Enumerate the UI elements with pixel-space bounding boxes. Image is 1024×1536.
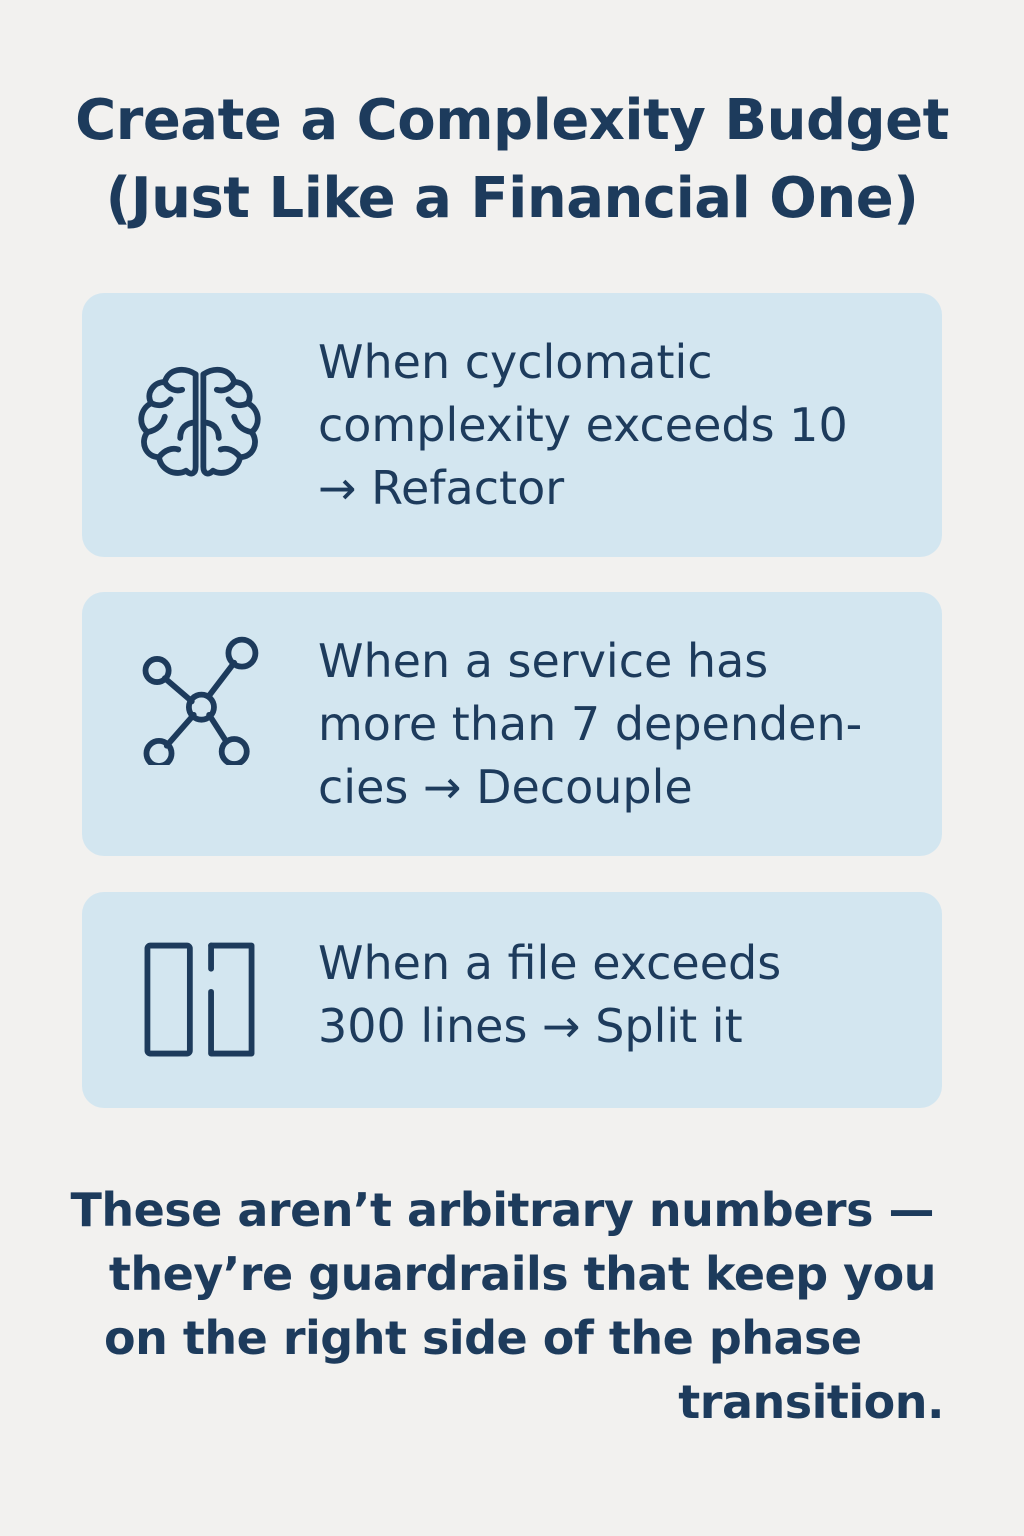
rule-text-line: cies → Decouple (318, 760, 693, 814)
closing-statement: These aren’t arbitrary numbers — they’re… (60, 1178, 944, 1434)
rule-text-line: complexity exceeds 10 (318, 398, 848, 452)
rule-text: When a file exceeds 300 lines → Split it (318, 932, 912, 1058)
rule-text-line: When a service has (318, 634, 769, 688)
closing-line: they’re guardrails that keep you (108, 1247, 937, 1301)
brain-icon (132, 355, 267, 490)
page-title: Create a Complexity Budget (Just Like a … (40, 82, 984, 238)
rule-text-line: When cyclomatic (318, 335, 713, 389)
rule-text: When cyclomatic complexity exceeds 10 → … (318, 331, 912, 520)
rule-text: When a service has more than 7 dependen-… (318, 630, 912, 819)
rule-card-file-length: When a file exceeds 300 lines → Split it (82, 892, 942, 1108)
closing-line: transition. (678, 1375, 944, 1429)
title-line-1: Create a Complexity Budget (75, 88, 949, 153)
network-nodes-icon (132, 630, 267, 765)
closing-line: on the right side of the phase (104, 1311, 862, 1365)
title-line-2: (Just Like a Financial One) (105, 166, 919, 231)
rule-card-cyclomatic-complexity: When cyclomatic complexity exceeds 10 → … (82, 293, 942, 557)
split-file-icon (132, 934, 267, 1069)
rule-text-line: When a file exceeds (318, 936, 782, 990)
rule-text-line: 300 lines → Split it (318, 999, 743, 1053)
rule-text-line: → Refactor (318, 461, 565, 515)
rule-text-line: more than 7 dependen- (318, 697, 863, 751)
rule-card-service-dependencies: When a service has more than 7 dependen-… (82, 592, 942, 856)
closing-line: These aren’t arbitrary numbers — (70, 1183, 934, 1237)
